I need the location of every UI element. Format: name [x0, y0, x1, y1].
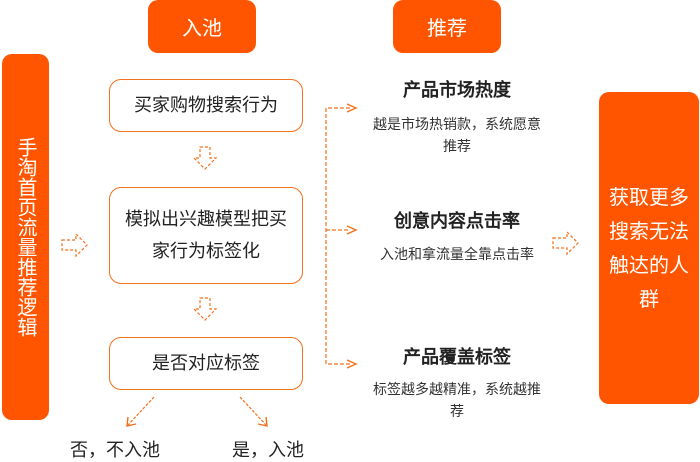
- outcome-no: 否，不入池: [70, 436, 160, 462]
- pool-header-label: 入池: [182, 16, 222, 40]
- recommend-header-label: 推荐: [427, 16, 467, 40]
- pool-header: 入池: [148, 0, 256, 53]
- arrowhead-icon: [257, 416, 268, 427]
- flow-step-label: 模拟出兴趣模型把买家行为标签化: [125, 208, 287, 262]
- factor-desc: 入池和拿流量全靠点击率: [380, 247, 534, 263]
- factor-desc: 越是市场热销款，系统愿意推荐: [373, 117, 541, 155]
- hollow-right-arrow-icon: [61, 232, 88, 258]
- factor-title: 产品市场热度: [403, 80, 511, 101]
- outcome-yes: 是，入池: [232, 436, 304, 462]
- flow-step-label: 买家购物搜索行为: [134, 94, 278, 116]
- bracket-connector: [325, 107, 350, 365]
- factor-title: 产品覆盖标签: [403, 347, 511, 368]
- right-panel: 获取更多搜索无法触达的人群: [599, 92, 699, 404]
- hollow-right-arrow-icon: [552, 230, 579, 256]
- arrowhead-icon: [346, 103, 358, 369]
- right-panel-title: 获取更多搜索无法触达的人群: [609, 185, 689, 311]
- diagonal-arrow-icon: [127, 396, 155, 426]
- diagonal-arrow-icon: [239, 396, 267, 426]
- hollow-down-arrow-icon: [192, 297, 218, 321]
- factor-desc: 标签越多越精准，系统越推荐: [373, 382, 541, 420]
- factor-title: 创意内容点击率: [394, 211, 520, 232]
- outcome-yes-label: 是，入池: [232, 440, 304, 461]
- flow-step-label: 是否对应标签: [152, 352, 260, 374]
- hollow-down-arrow-icon: [192, 146, 218, 170]
- flow-step-tag-match: 是否对应标签: [109, 337, 303, 390]
- left-panel-title: 手淘首页流量推荐逻辑: [14, 137, 38, 337]
- outcome-no-label: 否，不入池: [70, 440, 160, 461]
- flow-step-interest-model: 模拟出兴趣模型把买家行为标签化: [109, 187, 303, 284]
- arrowhead-icon: [126, 416, 137, 427]
- flow-step-search-behavior: 买家购物搜索行为: [109, 79, 303, 132]
- recommend-header: 推荐: [393, 0, 501, 53]
- left-panel: 手淘首页流量推荐逻辑: [2, 54, 49, 420]
